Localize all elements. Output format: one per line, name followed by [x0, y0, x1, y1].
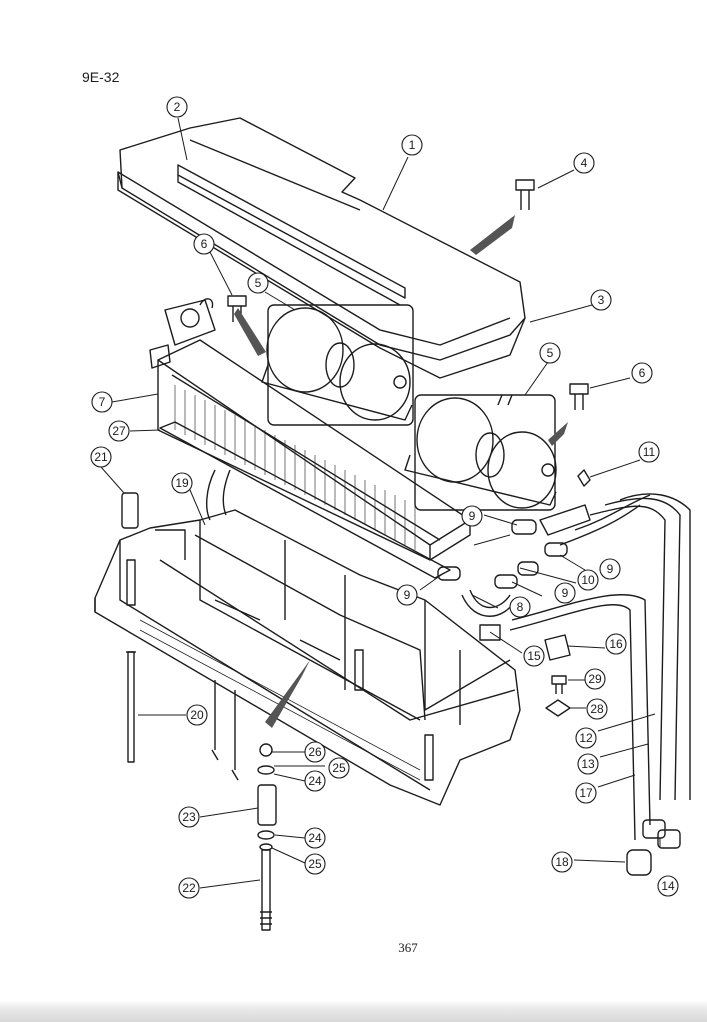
callout-label-10: 10 [581, 573, 595, 587]
callout-circle-28 [586, 698, 608, 720]
callout-label-22: 22 [182, 881, 196, 895]
callout-circle-7 [91, 391, 113, 413]
callout-label-2: 2 [174, 100, 181, 114]
callout-label-1: 1 [409, 138, 416, 152]
callout-label-27: 27 [112, 424, 126, 438]
callout-circle-9d [396, 584, 418, 606]
callout-circles [90, 96, 679, 899]
callout-label-24b: 24 [308, 831, 322, 845]
section-code: 9E-32 [82, 69, 120, 85]
callout-label-7: 7 [99, 395, 106, 409]
callout-circle-8 [509, 596, 531, 618]
callout-label-29: 29 [588, 672, 602, 686]
callout-label-9a: 9 [469, 509, 476, 523]
callout-circle-25b [304, 853, 326, 875]
blower-motor-right [404, 394, 557, 511]
callout-label-11: 11 [643, 445, 656, 459]
callout-circle-21 [90, 446, 112, 468]
callout-circle-15 [523, 645, 545, 667]
callout-circle-9c [554, 582, 576, 604]
callout-label-19: 19 [175, 476, 189, 490]
callout-circle-12 [575, 727, 597, 749]
callout-circle-11 [638, 441, 660, 463]
screw-item-4 [515, 179, 535, 210]
blower-motor-left [261, 304, 414, 426]
callout-label-8: 8 [517, 600, 524, 614]
screw-item-6-right [569, 383, 589, 410]
callout-circle-20 [186, 704, 208, 726]
callout-circle-2 [166, 96, 188, 118]
callout-circle-16 [605, 633, 627, 655]
callout-circle-5a [247, 272, 269, 294]
callout-label-23: 23 [182, 810, 196, 824]
top-cover-plate [117, 117, 526, 379]
callout-circle-4 [573, 152, 595, 174]
callout-label-9c: 9 [562, 586, 569, 600]
callout-circle-25a [328, 757, 350, 779]
callout-label-5a: 5 [255, 276, 262, 290]
callout-label-16: 16 [609, 637, 623, 651]
callout-circle-10 [577, 569, 599, 591]
callout-circle-9a [461, 505, 483, 527]
callout-circle-18 [551, 851, 573, 873]
callout-circle-1 [401, 134, 423, 156]
grommet-stack-23-26 [257, 743, 277, 851]
callout-label-20: 20 [190, 708, 204, 722]
callout-label-15: 15 [527, 649, 541, 663]
callout-label-17: 17 [579, 786, 593, 800]
callout-label-25b: 25 [308, 857, 322, 871]
hatch-markers [234, 215, 568, 728]
callout-circle-5b [539, 342, 561, 364]
callout-label-9d: 9 [404, 588, 411, 602]
lower-case [94, 469, 521, 806]
callout-circle-22 [178, 877, 200, 899]
callout-circle-19 [171, 472, 193, 494]
callout-label-6b: 6 [639, 366, 646, 380]
callout-label-18: 18 [555, 855, 569, 869]
callout-label-9b: 9 [607, 562, 614, 576]
callout-circle-13 [577, 753, 599, 775]
callout-circle-24a [304, 770, 326, 792]
callout-label-28: 28 [590, 702, 604, 716]
clip-item-11 [577, 469, 591, 487]
callout-label-21: 21 [94, 450, 108, 464]
callout-label-3: 3 [598, 293, 605, 307]
bolt-item-29 [551, 675, 567, 694]
callout-circle-6b [631, 362, 653, 384]
callout-circle-3 [590, 289, 612, 311]
bolt-item-20 [126, 651, 136, 763]
hose-assembly [437, 493, 691, 841]
callout-label-25a: 25 [332, 761, 346, 775]
evaporator-core [149, 298, 471, 561]
callout-circle-17 [575, 782, 597, 804]
callout-label-13: 13 [581, 757, 595, 771]
cap-item-14 [642, 819, 681, 849]
callout-circle-6a [193, 233, 215, 255]
callout-label-4: 4 [581, 156, 588, 170]
washer-item-28 [545, 699, 571, 717]
callout-circle-23 [178, 806, 200, 828]
callout-label-26: 26 [308, 745, 322, 759]
callout-circle-24b [304, 827, 326, 849]
leader-lines [100, 117, 661, 889]
drain-stud-item-22 [260, 849, 272, 931]
callout-circle-14 [657, 875, 679, 897]
callout-circle-29 [584, 668, 606, 690]
studs-under-case [211, 680, 239, 781]
callout-circle-26 [304, 741, 326, 763]
callout-label-5b: 5 [547, 346, 554, 360]
insulator-pad [159, 421, 451, 579]
seal-strip [177, 164, 406, 306]
spacer-item-21 [121, 492, 139, 529]
page-number: 367 [398, 940, 418, 955]
callout-label-6a: 6 [201, 237, 208, 251]
callout-label-14: 14 [661, 879, 675, 893]
callout-circle-9b [599, 558, 621, 580]
callout-circle-27 [108, 420, 130, 442]
callout-label-12: 12 [579, 731, 593, 745]
scan-edge-strip [0, 1000, 707, 1022]
plug-item-18 [626, 849, 652, 876]
callout-label-24a: 24 [308, 774, 322, 788]
